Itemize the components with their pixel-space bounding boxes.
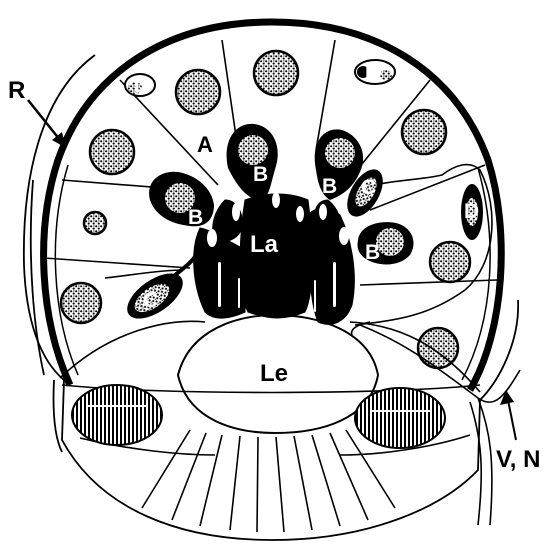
- label-d-3: D: [464, 200, 479, 223]
- b-cell: [149, 172, 214, 227]
- label-le: Le: [260, 360, 288, 387]
- nucleus: [254, 51, 298, 95]
- label-b-3: B: [188, 206, 203, 229]
- nucleus: [61, 283, 101, 323]
- label-d-2: D: [365, 62, 380, 85]
- nucleus: [402, 110, 446, 154]
- retina-inner-line: [55, 165, 78, 375]
- nucleus: [418, 328, 458, 368]
- nucleus: [176, 70, 220, 114]
- vn-pointer-arrow: [500, 390, 516, 440]
- muscle-right: [355, 388, 445, 448]
- nucleus: [430, 242, 470, 282]
- rhabdom-complex: [194, 194, 355, 324]
- label-vn: V, N: [496, 446, 540, 473]
- r-pointer-arrow: [28, 100, 66, 148]
- label-b-2: B: [322, 175, 337, 198]
- nucleus: [84, 212, 106, 234]
- label-d-1: D: [134, 74, 149, 97]
- b-cell: [227, 124, 278, 200]
- label-c-2: C: [361, 176, 376, 199]
- label-r: R: [8, 77, 25, 104]
- nucleus: [90, 130, 134, 174]
- label-la: La: [250, 231, 279, 258]
- label-b-1: B: [253, 163, 268, 186]
- muscle-left: [72, 385, 162, 445]
- label-a: A: [197, 132, 213, 157]
- label-c-1: C: [143, 289, 158, 312]
- label-b-4: B: [365, 241, 380, 264]
